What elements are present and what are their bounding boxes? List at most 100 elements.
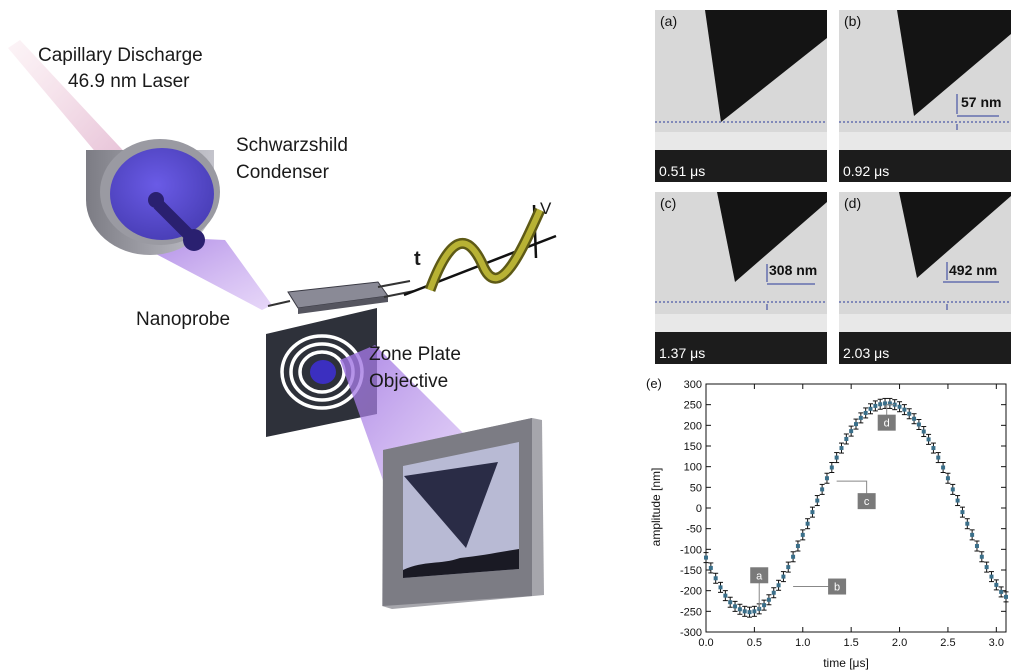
data-point	[887, 401, 892, 406]
data-point	[723, 593, 728, 598]
annotation-box	[877, 414, 896, 431]
data-point	[795, 544, 800, 549]
panel-d-letter: (d)	[844, 195, 862, 211]
data-point	[766, 597, 771, 602]
image-panel-b: (b) 57 nm 0.92 μs	[839, 10, 1011, 182]
time-axis-label: t	[414, 248, 421, 270]
y-tick-label: -150	[680, 565, 702, 577]
x-tick-label: 2.0	[892, 637, 907, 649]
x-axis-label: time [μs]	[823, 656, 869, 670]
data-point	[834, 455, 839, 460]
zoneplate-label-line2: Objective	[369, 371, 449, 392]
data-point	[974, 544, 979, 549]
y-tick-label: 200	[684, 420, 702, 432]
data-point	[999, 589, 1004, 594]
y-tick-label: 100	[684, 462, 702, 474]
image-panel-c: (c) 308 nm 1.37 μs	[655, 192, 827, 364]
annotation-box	[828, 578, 847, 595]
data-point	[786, 565, 791, 570]
data-point	[800, 532, 805, 537]
y-axis-label: amplitude [nm]	[649, 468, 663, 547]
panel-a-image	[655, 10, 827, 182]
data-point	[713, 576, 718, 581]
data-point	[839, 446, 844, 451]
y-tick-label: 250	[684, 400, 702, 412]
condenser-label-line2: Condenser	[236, 162, 329, 183]
annotation-label: c	[864, 496, 870, 508]
data-point	[733, 604, 738, 609]
annotation-label: b	[834, 582, 840, 594]
annotation-box	[857, 493, 876, 510]
data-point	[762, 603, 767, 608]
panel-c-image	[655, 192, 827, 364]
panel-b-image	[839, 10, 1011, 182]
data-point	[878, 402, 883, 407]
data-point	[742, 609, 747, 614]
panel-b-letter: (b)	[844, 13, 862, 29]
y-tick-label: -300	[680, 627, 702, 639]
y-tick-label: -50	[686, 524, 702, 536]
data-point	[868, 406, 873, 411]
nanoprobe-label: Nanoprobe	[136, 309, 231, 330]
data-point	[1004, 594, 1008, 599]
data-point	[858, 415, 863, 420]
data-point	[936, 455, 941, 460]
data-point	[844, 436, 849, 441]
data-point	[921, 429, 926, 434]
panel-c-measurement: 308 nm	[769, 262, 818, 278]
x-tick-label: 1.0	[795, 637, 810, 649]
laser-label-line2: 46.9 nm Laser	[68, 71, 190, 92]
panel-a-letter: (a)	[660, 13, 678, 29]
data-point	[805, 521, 810, 526]
data-point	[708, 565, 713, 570]
data-point	[810, 510, 815, 515]
y-tick-label: 0	[696, 503, 702, 515]
laser-label-line1: Capillary Discharge	[38, 45, 203, 66]
data-point	[926, 437, 931, 442]
zoneplate-label-line1: Zone Plate	[369, 344, 461, 365]
data-point	[897, 404, 902, 409]
data-point	[824, 476, 829, 481]
data-point	[791, 554, 796, 559]
y-tick-label: 150	[684, 441, 702, 453]
data-point	[950, 487, 955, 492]
x-tick-label: 1.5	[844, 637, 859, 649]
data-point	[728, 600, 733, 605]
data-point	[945, 476, 950, 481]
data-point	[931, 446, 936, 451]
data-point	[965, 521, 970, 526]
x-tick-label: 3.0	[989, 637, 1004, 649]
panel-c-letter: (c)	[660, 195, 677, 211]
data-point	[912, 416, 917, 421]
panel-b-time: 0.92 μs	[843, 163, 890, 179]
data-point	[883, 401, 888, 406]
data-point	[994, 582, 999, 587]
data-point	[771, 590, 776, 595]
image-panel-d: (d) 492 nm 2.03 μs	[839, 192, 1011, 364]
y-tick-label: -250	[680, 606, 702, 618]
data-point	[776, 583, 781, 588]
data-point	[863, 410, 868, 415]
data-point	[873, 403, 878, 408]
annotation-label: d	[884, 418, 890, 430]
panel-d-measurement: 492 nm	[949, 262, 998, 278]
x-tick-label: 2.5	[940, 637, 955, 649]
data-point	[902, 407, 907, 412]
voltage-axis-label: V	[540, 199, 552, 218]
panel-d-image	[839, 192, 1011, 364]
data-point	[916, 422, 921, 427]
annotation-box	[750, 567, 769, 584]
data-point	[941, 465, 946, 470]
panel-a-time: 0.51 μs	[659, 163, 706, 179]
annotation-label: a	[756, 570, 763, 582]
data-point	[984, 565, 989, 570]
data-point	[820, 487, 825, 492]
data-point	[747, 610, 752, 615]
data-point	[704, 555, 708, 560]
data-point	[979, 554, 984, 559]
data-point	[849, 429, 854, 434]
voltage-waveform	[403, 204, 557, 297]
data-point	[737, 607, 742, 612]
condenser-label-line1: Schwarzshild	[236, 135, 348, 156]
